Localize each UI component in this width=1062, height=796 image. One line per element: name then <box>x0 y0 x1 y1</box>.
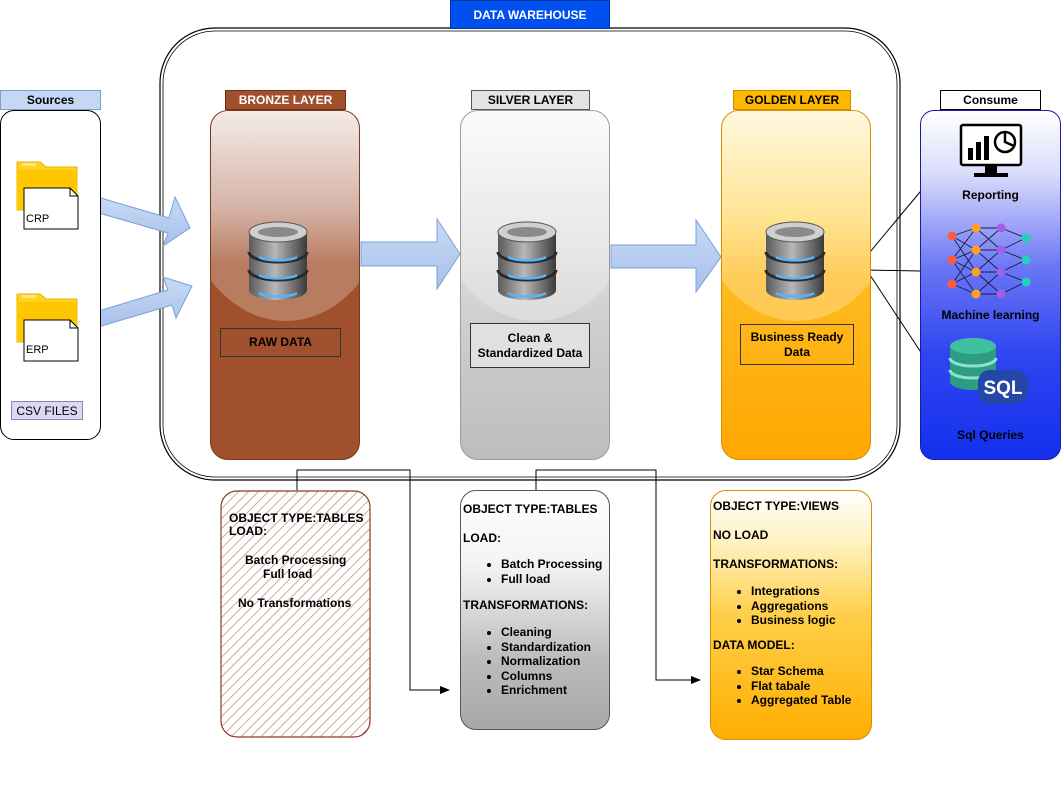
list-item: Standardization <box>501 640 591 655</box>
connector-golden-reporting <box>864 185 926 259</box>
golden-object-type: OBJECT TYPE:VIEWS <box>713 499 840 513</box>
silver-layer-title: SILVER LAYER <box>471 90 590 110</box>
arrow-erp-to-bronze <box>91 276 193 329</box>
arrow-crp-to-bronze <box>91 195 191 248</box>
list-item: Business logic <box>751 613 836 628</box>
reporting-dashboard-icon <box>959 123 1023 177</box>
bronze-load-label: LOAD: <box>229 524 267 538</box>
silver-transform-list: Cleaning Standardization Normalization C… <box>461 625 591 698</box>
neural-network-icon <box>947 223 1031 299</box>
list-item: Cleaning <box>501 625 591 640</box>
list-item: Star Schema <box>751 664 851 679</box>
golden-layer-title: GOLDEN LAYER <box>733 90 851 110</box>
silver-layer-box <box>460 110 610 460</box>
golden-model-list: Star Schema Flat tabale Aggregated Table <box>711 664 851 708</box>
bronze-details-background <box>220 490 371 738</box>
bronze-transformations: No Transformations <box>238 596 352 610</box>
database-icon <box>247 221 309 300</box>
bronze-object-type: OBJECT TYPE:TABLES <box>229 511 364 525</box>
connector-golden-detail <box>535 469 701 684</box>
folder-icon <box>16 161 79 230</box>
consume-item-sql-queries: Sql Queries <box>957 428 1024 442</box>
silver-transform-label: TRANSFORMATIONS: <box>463 598 589 612</box>
consume-label: Consume <box>940 90 1041 110</box>
data-warehouse-title: DATA WAREHOUSE <box>450 0 610 29</box>
golden-content-label: Business Ready Data <box>740 324 854 365</box>
bronze-details-box: OBJECT TYPE:TABLES LOAD: Batch Processin… <box>220 490 372 738</box>
document-icon <box>23 187 79 230</box>
source-file-crp: CRP <box>26 213 50 225</box>
list-item: Integrations <box>751 584 836 599</box>
consume-item-machine-learning: Machine learning <box>941 308 1040 322</box>
database-icon <box>764 221 826 300</box>
golden-details-box: OBJECT TYPE:VIEWS NO LOAD TRANSFORMATION… <box>710 490 872 740</box>
sources-label: Sources <box>0 90 101 110</box>
database-icon <box>496 221 558 300</box>
list-item: Columns <box>501 669 591 684</box>
list-item: Batch Processing <box>501 557 602 572</box>
golden-transform-list: Integrations Aggregations Business logic <box>711 584 836 628</box>
silver-content-label: Clean & Standardized Data <box>470 323 590 368</box>
bronze-content-label: RAW DATA <box>220 328 341 357</box>
consume-item-reporting: Reporting <box>962 188 1019 202</box>
silver-load-list: Batch Processing Full load <box>461 557 602 586</box>
golden-model-label: DATA MODEL: <box>713 638 795 652</box>
svg-text:SQL: SQL <box>983 378 1022 399</box>
list-item: Aggregations <box>751 599 836 614</box>
bronze-load-item: Batch Processing <box>245 553 347 567</box>
connector-golden-sql <box>867 271 927 361</box>
connector-silver-detail <box>296 469 450 694</box>
list-item: Flat tabale <box>751 679 851 694</box>
golden-load-label: NO LOAD <box>713 528 769 542</box>
connector-golden-ml <box>865 269 921 272</box>
folder-icon <box>16 293 79 362</box>
arrow-silver-to-golden <box>610 218 722 294</box>
silver-load-label: LOAD: <box>463 531 501 545</box>
source-file-erp: ERP <box>26 344 49 356</box>
golden-transform-label: TRANSFORMATIONS: <box>713 557 839 571</box>
list-item: Full load <box>501 572 602 587</box>
sql-database-icon: SQL <box>948 338 1028 404</box>
bronze-load-item: Full load <box>263 567 313 581</box>
bronze-layer-title: BRONZE LAYER <box>225 90 346 110</box>
csv-files-label: CSV FILES <box>11 401 83 420</box>
document-icon <box>23 319 79 362</box>
silver-object-type: OBJECT TYPE:TABLES <box>463 502 598 516</box>
list-item: Enrichment <box>501 683 591 698</box>
list-item: Aggregated Table <box>751 693 851 708</box>
list-item: Normalization <box>501 654 591 669</box>
silver-details-box: OBJECT TYPE:TABLES LOAD: Batch Processin… <box>460 490 610 730</box>
arrow-bronze-to-silver <box>360 217 461 291</box>
